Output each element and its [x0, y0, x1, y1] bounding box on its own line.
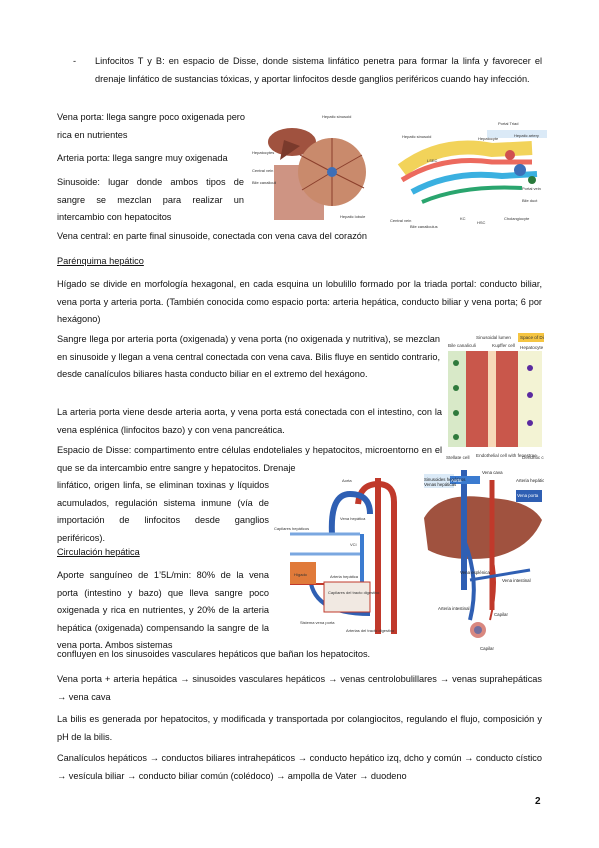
fig1-label: HSC — [477, 220, 486, 225]
sangre-text: Sangre llega por arteria porta (oxigenad… — [57, 334, 440, 380]
fig3-label: Capilares hepáticos — [274, 526, 309, 531]
fig2-label: Dendritic cell — [522, 455, 544, 460]
fig1-label: Hepatic lobule — [340, 214, 366, 219]
fig1-label: Central vein — [390, 218, 411, 223]
fig3-label: Capilares del tracto digestivo — [328, 590, 380, 595]
hepatic-circulation-scheme: Aorta Vena hepática VCI Capilares hepáti… — [270, 474, 418, 636]
disse-text-1: Espacio de Disse: compartimento entre cé… — [57, 445, 442, 473]
fig1-label: Hepatic artery — [514, 133, 539, 138]
fig2-label: Stellate cell — [446, 455, 470, 460]
fig3-label: Aorta — [342, 478, 352, 483]
page-number: 2 — [535, 796, 541, 807]
parenquima-text: Hígado se divide en morfología hexagonal… — [57, 279, 542, 325]
fig2-label: Endothelial cell with fenestrae — [476, 453, 537, 458]
fig2-label: Hepatocyte — [520, 345, 544, 350]
flow-vascular: Vena porta + arteria hepática → sinusoid… — [57, 674, 542, 702]
circulacion-text-1: Aporte sanguíneo de 1’5L/min: 80% de la … — [57, 570, 269, 651]
fig3-label: VCI — [350, 542, 357, 547]
fig4-label: Capilar — [480, 646, 494, 651]
flow-biliar: Canalículos hepáticos → conductos biliar… — [57, 753, 542, 781]
arteria-text: La arteria porta viene desde arteria aor… — [57, 407, 442, 435]
fig1-label: Bile duct — [522, 198, 538, 203]
fig3-label: Arteria hepática — [330, 574, 359, 579]
disse-text-2: linfático, origen linfa, se eliminan tox… — [57, 480, 269, 543]
sinusoide-text: Sinusoide: lugar donde ambos tipos de sa… — [57, 177, 244, 223]
fig4-label: Arteria hepática — [516, 478, 544, 483]
vena-porta-text: Vena porta: llega sangre poco oxigenada … — [57, 112, 245, 140]
circulacion-text-2: confluyen en los sinusoides vasculares h… — [57, 649, 371, 659]
fig4-label: Aorta — [451, 478, 462, 483]
vena-central-text: Vena central: en parte final sinusoide, … — [57, 231, 368, 241]
heading-parenquima: Parénquima hepático — [57, 256, 144, 266]
liver-vasculature-figure: Vena cava Sinusoides hepáticos Venas hep… — [420, 470, 544, 656]
fig2-label: Bile canaliculi — [448, 343, 476, 348]
fig1-label: KC — [460, 216, 466, 221]
fig1-label: Hepatocytes — [252, 150, 274, 155]
heading-circulacion: Circulación hepática — [57, 547, 140, 557]
fig4-label: Vena cava — [482, 470, 503, 475]
fig3-label: Arterias del tracto digestivo — [346, 628, 395, 633]
space-of-disse-figure: Sinusoidal lumen Space of Disse Bile can… — [446, 333, 544, 469]
fig2-label: Space of Disse — [520, 335, 544, 340]
hepatic-lobule-figure: Hepatic sinusoid Hepatocytes Central vei… — [252, 110, 548, 230]
fig1-label: Hepatic sinusoid — [322, 114, 351, 119]
fig1-label: Cholangiocyte — [504, 216, 530, 221]
fig4-label: Vena porta — [517, 493, 539, 498]
fig4-label: Arteria intestinal — [438, 606, 470, 611]
fig4-label: Vena esplénica — [460, 570, 490, 575]
fig4-label: Vena intestinal — [502, 578, 531, 583]
fig1-label: Hepatocyte — [478, 136, 499, 141]
fig1-label: Portal vein — [522, 186, 541, 191]
fig4-label: Capilar — [494, 612, 508, 617]
fig1-label: Hepatic sinusoid — [402, 134, 431, 139]
fig1-label: LSEC — [427, 158, 438, 163]
fig2-label: Sinusoidal lumen — [476, 335, 511, 340]
bilis-text: La bilis es generada por hepatocitos, y … — [57, 714, 542, 742]
bullet-text: Linfocitos T y B: en espacio de Disse, d… — [95, 56, 542, 84]
arteria-porta-text: Arteria porta: llega sangre muy oxigenad… — [57, 153, 228, 163]
fig4-label: Sinusoides hepáticos — [424, 477, 466, 482]
fig1-label: Bile canaliculus — [410, 224, 438, 229]
fig3-label: Sistema vena porta — [300, 620, 335, 625]
fig3-label: Vena hepática — [340, 516, 366, 521]
fig4-label: Venas hepáticas — [424, 482, 457, 487]
fig1-label: Central vein — [252, 168, 273, 173]
fig1-label: Portal Triad — [498, 121, 518, 126]
bullet-marker: - — [73, 56, 77, 66]
fig2-label: Kupffer cell — [492, 343, 515, 348]
fig3-label: Hígado — [294, 572, 308, 577]
fig1-label: Bile canaliculi — [252, 180, 276, 185]
